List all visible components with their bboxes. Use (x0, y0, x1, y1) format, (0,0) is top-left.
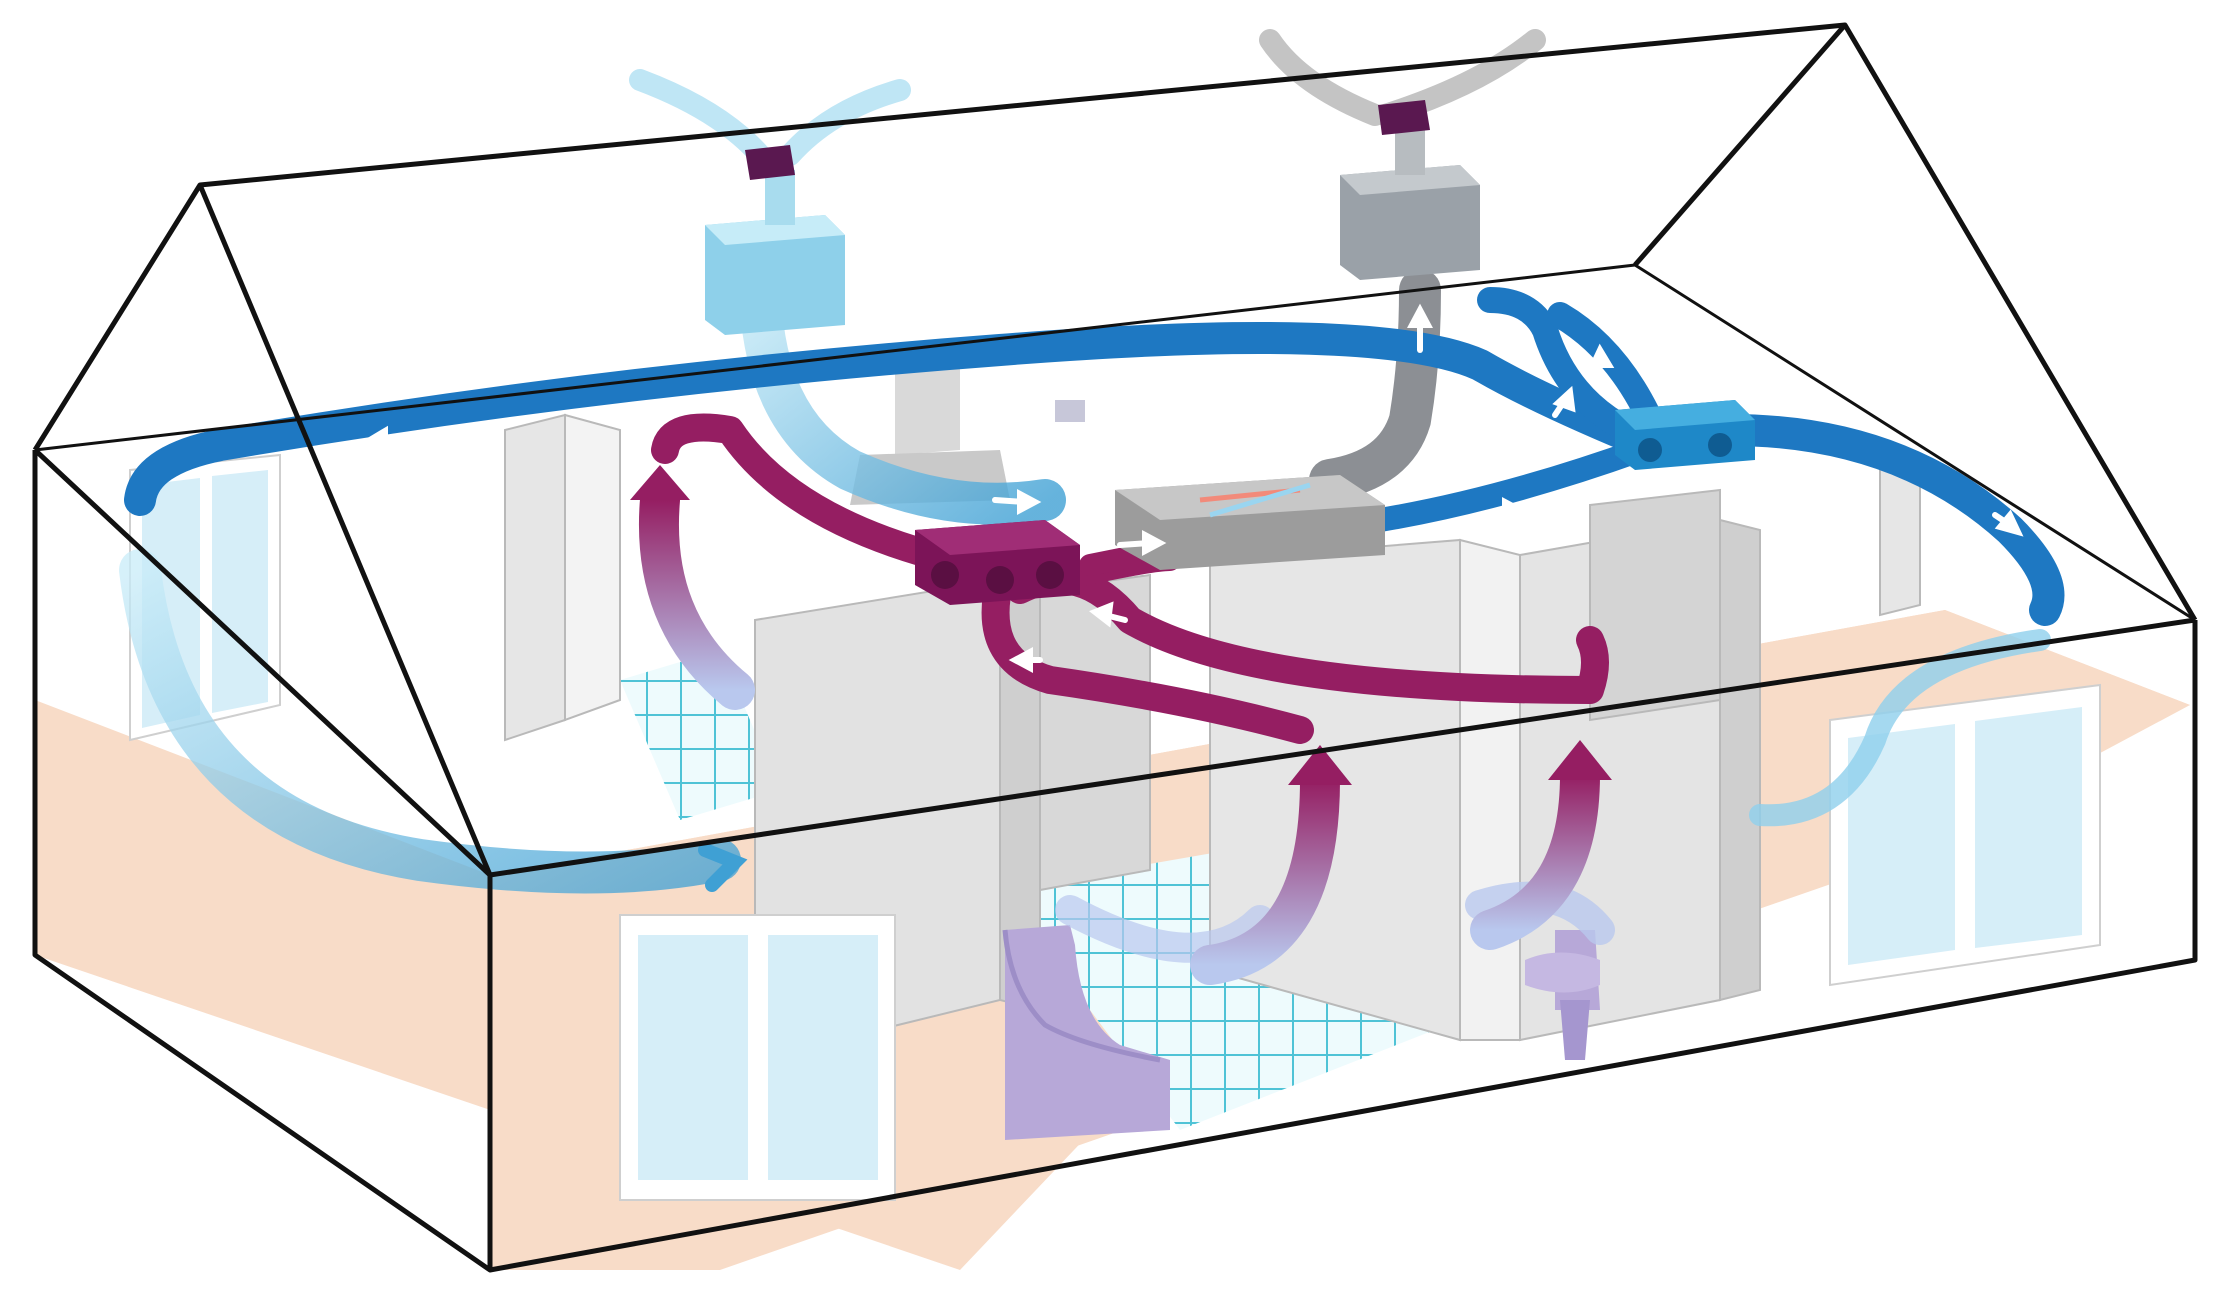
manifold-icon (915, 520, 1080, 605)
bathtub-icon (1002, 925, 1170, 1140)
duct-box-icon (705, 145, 845, 335)
house-outline (32, 22, 2198, 1273)
supply-air-ducts (124, 287, 2065, 626)
tiled-floor-left (620, 650, 780, 820)
extract-arrow-heads (630, 465, 1612, 785)
window-right (1829, 683, 2101, 987)
extract-air-risers (639, 480, 1600, 985)
supply-air-distributor (1615, 400, 1755, 470)
extract-air-manifold (915, 520, 1080, 605)
toilet-icon (1525, 930, 1600, 1060)
hrv-unit-icon (1115, 475, 1385, 570)
exhaust-air-outlet-unit (1340, 100, 1480, 280)
heat-recovery-ventilation-unit (1115, 475, 1385, 570)
outdoor-air-intake-unit (705, 145, 845, 335)
window-front (619, 914, 896, 1201)
duct-box-icon (1340, 100, 1480, 280)
flow-direction-arrows (364, 303, 2024, 673)
distributor-icon (1615, 400, 1755, 470)
